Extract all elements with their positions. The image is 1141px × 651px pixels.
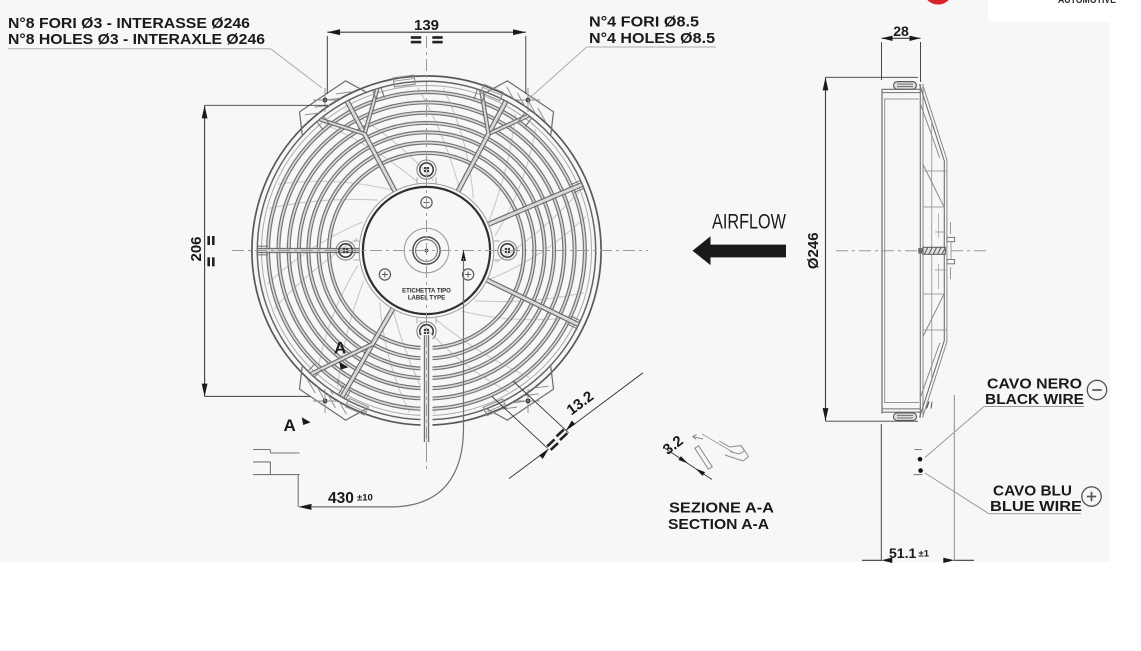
svg-text:±10: ±10: [357, 493, 373, 504]
svg-text:AIRFLOW: AIRFLOW: [712, 209, 787, 233]
svg-text:N°8 FORI Ø3 - INTERASSE Ø246: N°8 FORI Ø3 - INTERASSE Ø246: [8, 16, 250, 32]
svg-text:51.1: 51.1: [889, 545, 916, 561]
svg-text:28: 28: [893, 23, 909, 39]
svg-text:±1: ±1: [919, 549, 930, 560]
svg-text:CAVO NERO: CAVO NERO: [987, 377, 1082, 393]
svg-text:CAVO BLU: CAVO BLU: [993, 484, 1072, 500]
svg-text:N°8 HOLES Ø3 - INTERAXLE Ø246: N°8 HOLES Ø3 - INTERAXLE Ø246: [8, 32, 265, 48]
svg-text:A: A: [284, 416, 296, 435]
svg-text:N°4 FORI Ø8.5: N°4 FORI Ø8.5: [589, 15, 699, 31]
svg-text:206: 206: [188, 236, 205, 261]
svg-text:BLUE WIRE: BLUE WIRE: [990, 499, 1082, 515]
svg-text:SEZIONE A-A: SEZIONE A-A: [669, 501, 775, 517]
svg-text:430: 430: [328, 490, 354, 507]
svg-text:Ø246: Ø246: [805, 232, 822, 269]
svg-text:BLACK WIRE: BLACK WIRE: [985, 392, 1084, 408]
svg-text:139: 139: [414, 17, 439, 34]
svg-text:AUTOMOTIVE: AUTOMOTIVE: [1058, 0, 1116, 6]
svg-text:N°4 HOLES Ø8.5: N°4 HOLES Ø8.5: [589, 31, 715, 47]
svg-text:SECTION A-A: SECTION A-A: [668, 517, 769, 533]
svg-text:A: A: [334, 339, 346, 358]
